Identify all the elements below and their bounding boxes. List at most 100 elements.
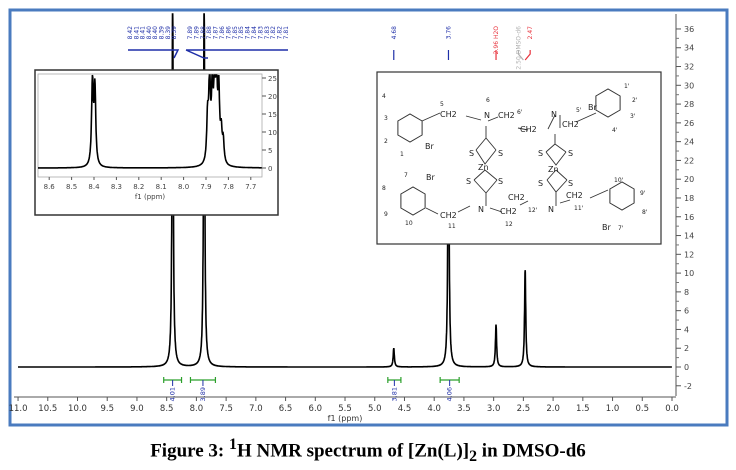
x-tick-label: 8.5 (160, 404, 174, 414)
structure-label: CH2 (440, 110, 457, 119)
structure-label: 12 (505, 221, 513, 228)
structure-label: 10' (614, 177, 624, 184)
x-tick-label: 10.0 (68, 404, 87, 414)
peak-label: 8.40 (146, 26, 153, 40)
y-tick-label: 16 (684, 213, 694, 222)
y-tick-label: 0 (684, 363, 689, 372)
y-tick-label: -2 (684, 382, 692, 391)
y-tick-label: 26 (684, 119, 694, 128)
structure-label: 4' (612, 127, 618, 134)
integral-value: 4.06 (446, 387, 454, 401)
inset-x-tick-label: 7.8 (223, 183, 234, 191)
y-tick-label: 12 (684, 250, 694, 259)
peak-label: 7.82 (277, 26, 284, 40)
y-tick-label: 8 (684, 288, 689, 297)
x-tick-label: 2.5 (517, 404, 531, 414)
y-tick-label: 10 (684, 269, 694, 278)
x-tick-label: 1.0 (606, 404, 620, 414)
structure-label: Zn (548, 165, 559, 174)
structure-label: CH2 (508, 193, 525, 202)
structure-frame (376, 71, 662, 245)
inset-x-tick-label: 8.6 (44, 183, 56, 191)
inset-y-tick-label: 20 (268, 93, 277, 101)
structure-label: 3 (384, 115, 388, 122)
peak-label: 2.50 DMSO-d6 (515, 26, 522, 70)
x-tick-label: 3.0 (487, 404, 501, 414)
peak-label: 2.96 H2O (493, 26, 500, 55)
y-tick-label: 32 (684, 63, 694, 72)
structure-label: CH2 (500, 207, 517, 216)
structure-label: 5 (440, 101, 444, 108)
structure-label: Br (426, 173, 435, 182)
structure-label: CH2 (440, 211, 457, 220)
peak-label-connector (128, 49, 288, 59)
peak-label: 8.41 (133, 26, 140, 40)
peak-label: 8.42 (127, 26, 134, 40)
inset-y-tick-label: 10 (268, 129, 277, 137)
bond (421, 112, 609, 215)
structure-label: S (538, 179, 543, 188)
outer-frame (8, 8, 729, 427)
inset-spectrum-line (38, 74, 262, 169)
structure-label: Br (588, 103, 597, 112)
y-tick-label: 22 (684, 156, 694, 165)
inset-x-tick-label: 8.1 (156, 183, 167, 191)
x-tick-label: 4.0 (427, 404, 441, 414)
peak-label: 7.89 (193, 26, 200, 40)
inset-x-tick-label: 8.4 (88, 183, 100, 191)
y-tick-label: 6 (684, 307, 689, 316)
integral-value: 3.81 (390, 387, 398, 401)
structure-label: 9' (640, 190, 646, 197)
structure-label: S (469, 149, 474, 158)
y-tick-label: 14 (684, 232, 694, 241)
peak-label: 7.83 (264, 26, 271, 40)
peak-label: 7.88 (200, 26, 207, 40)
structure-label: Br (602, 223, 611, 232)
peak-label: 7.88 (206, 26, 213, 40)
structure-label: CH2 (562, 120, 579, 129)
structure-label: CH2 (520, 125, 537, 134)
spectrum-line (18, 13, 672, 368)
structure-label: N (484, 111, 490, 120)
integral-value: 3.89 (199, 387, 207, 401)
inset-x-tick-label: 7.9 (200, 183, 211, 191)
structure-label: Zn (478, 163, 489, 172)
structure-label: 7' (618, 225, 624, 232)
inset-x-tick-label: 7.7 (245, 183, 256, 191)
peak-label: 8.39 (171, 26, 178, 40)
x-tick-label: 6.0 (309, 404, 323, 414)
structure-label: 3' (630, 113, 636, 120)
peak-label: 7.87 (213, 26, 220, 40)
structure-label: 6 (486, 97, 490, 104)
x-tick-label: 6.5 (279, 404, 293, 414)
structure-label: CH2 (566, 191, 583, 200)
structure-label: 11 (448, 223, 456, 230)
peak-label: 8.41 (140, 26, 147, 40)
peak-label: 8.39 (165, 26, 172, 40)
y-tick-label: 2 (684, 344, 689, 353)
peak-label: 4.68 (391, 26, 398, 40)
peak-label: 3.76 (445, 26, 452, 40)
structure-label: 5' (576, 107, 582, 114)
peak-label: 7.86 (219, 26, 226, 40)
structure-label: 7 (404, 172, 408, 179)
structure-label: 11' (574, 205, 584, 212)
y-tick-label: 24 (684, 138, 694, 147)
structure-label: N (478, 205, 484, 214)
x-tick-label: 5.5 (338, 404, 352, 414)
structure-label: S (568, 179, 573, 188)
peak-label: 7.81 (283, 26, 290, 40)
structure-label: 6' (517, 109, 523, 116)
inset-x-tick-label: 8.5 (66, 183, 77, 191)
x-tick-label: 2.0 (546, 404, 560, 414)
structure-label: S (538, 149, 543, 158)
x-tick-label: 0.0 (665, 404, 679, 414)
peak-label: 7.84 (251, 26, 258, 40)
x-tick-label: 11.0 (9, 404, 28, 414)
x-tick-label: 3.5 (457, 404, 471, 414)
inset-y-tick-label: 25 (268, 75, 277, 83)
peak-label: 7.89 (187, 26, 194, 40)
structure-label: 10 (405, 220, 413, 227)
